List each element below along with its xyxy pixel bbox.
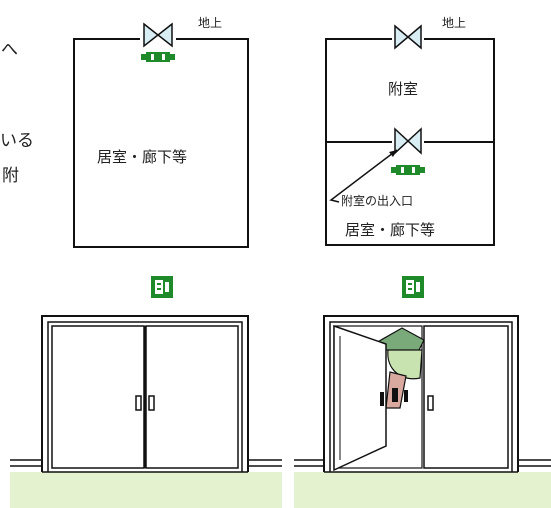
leader-arrow bbox=[329, 149, 398, 203]
right-room-label: 居室・廊下等 bbox=[345, 221, 436, 239]
double-door-symbol-icon bbox=[392, 127, 424, 155]
floor bbox=[10, 472, 282, 508]
double-door-icon bbox=[51, 325, 239, 469]
double-door-symbol-icon bbox=[392, 24, 424, 50]
anteroom-entrance-label: 附室の出入口 bbox=[341, 194, 414, 208]
exit-light-icon bbox=[391, 165, 425, 175]
left-room-outline bbox=[73, 38, 249, 248]
exit-sign-icon bbox=[402, 276, 424, 298]
double-door-symbol-icon bbox=[140, 22, 176, 48]
right-outside-label: 地上 bbox=[442, 16, 467, 30]
cut-text-top: へ bbox=[1, 40, 18, 60]
exit-sign-icon bbox=[151, 276, 173, 298]
exit-light-icon bbox=[141, 52, 175, 62]
anteroom-label: 附室 bbox=[388, 80, 419, 98]
left-outside-label: 地上 bbox=[198, 16, 223, 30]
floor bbox=[294, 472, 551, 508]
cut-text-mid: いる bbox=[0, 131, 34, 151]
closed-double-door-illustration bbox=[10, 315, 282, 508]
cut-text-bottom: 附 bbox=[2, 166, 19, 186]
left-room-label: 居室・廊下等 bbox=[97, 148, 188, 166]
open-door-illustration bbox=[294, 315, 551, 508]
